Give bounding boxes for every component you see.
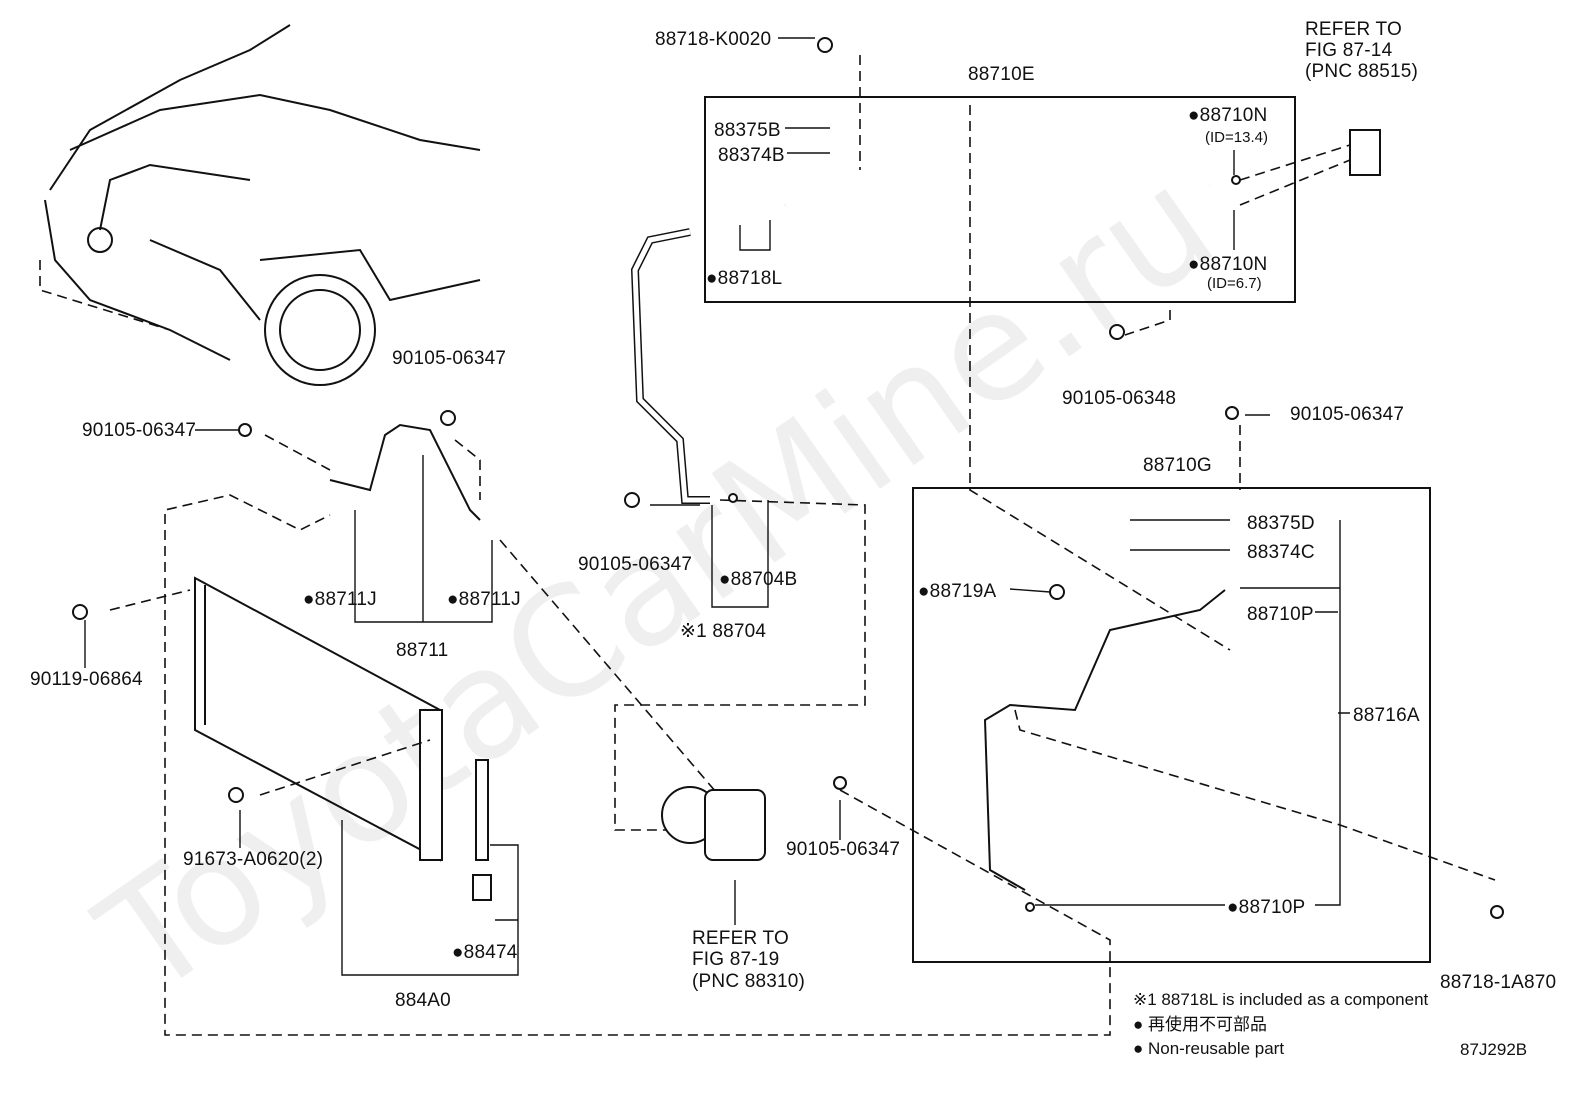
- label-88474: ●88474: [452, 942, 518, 963]
- label-88710N-1-id: (ID=13.4): [1205, 129, 1268, 146]
- refer-fig-87-19-line2: FIG 87-19: [692, 949, 779, 970]
- label-88704B: ●88704B: [719, 569, 797, 590]
- label-88716A: 88716A: [1353, 705, 1420, 726]
- condenser-illustration: [194, 576, 492, 901]
- label-88718L: ●88718L: [706, 268, 782, 289]
- label-88710G: 88710G: [1143, 455, 1212, 476]
- receiver-part: [1349, 129, 1381, 176]
- label-88711: 88711: [396, 640, 448, 661]
- compressor-illustration: [661, 786, 766, 861]
- label-88718-1A870: 88718-1A870: [1440, 972, 1556, 993]
- diagram-id: 87J292B: [1460, 1040, 1527, 1059]
- note-non-reusable-jp: ● 再使用不可部品: [1133, 1014, 1267, 1034]
- label-88704: ※1 88704: [680, 621, 766, 642]
- label-90105-06347-a: 90105-06347: [392, 348, 506, 369]
- label-88719A: ●88719A: [918, 581, 997, 602]
- label-88374C: 88374C: [1247, 542, 1315, 563]
- label-90105-06348: 90105-06348: [1062, 388, 1176, 409]
- label-88710P-1: 88710P: [1247, 604, 1314, 625]
- label-91673-A0620: 91673-A0620(2): [183, 849, 323, 870]
- label-88375B: 88375B: [714, 120, 781, 141]
- label-88374B: 88374B: [718, 145, 785, 166]
- watermark: ToyotaCarMine.ru: [70, 135, 1244, 1030]
- label-90119-06864: 90119-06864: [30, 669, 143, 690]
- note-non-reusable-en: ● Non-reusable part: [1133, 1039, 1284, 1058]
- label-90105-06347-c: 90105-06347: [1290, 404, 1404, 425]
- bolts: [72, 37, 1504, 919]
- refer-fig-87-14-line2: FIG 87-14: [1305, 40, 1393, 61]
- label-88711J-1: ●88711J: [303, 589, 377, 610]
- label-88711J-2: ●88711J: [447, 589, 521, 610]
- label-90105-06347-b: 90105-06347: [82, 420, 196, 441]
- group-box-88710G: [912, 487, 1431, 963]
- label-884A0: 884A0: [395, 990, 451, 1011]
- refer-fig-87-19-line1: REFER TO: [692, 928, 789, 949]
- label-88710P-2: ●88710P: [1227, 897, 1305, 918]
- label-90105-06347-e: 90105-06347: [786, 839, 900, 860]
- refer-fig-87-14-line1: REFER TO: [1305, 19, 1402, 40]
- label-88718-K0020: 88718-K0020: [655, 29, 771, 50]
- label-88375D: 88375D: [1247, 513, 1315, 534]
- refer-fig-87-14-line3: (PNC 88515): [1305, 61, 1418, 82]
- label-88710E: 88710E: [968, 64, 1035, 85]
- label-88710N-1: ●88710N: [1188, 105, 1267, 126]
- vehicle-illustration: [39, 24, 481, 386]
- label-88710N-2-id: (ID=6.7): [1207, 275, 1262, 292]
- note-included-component: ※1 88718L is included as a component: [1133, 990, 1429, 1009]
- label-90105-06347-d: 90105-06347: [578, 554, 692, 575]
- group-box-88710E: [704, 96, 1296, 303]
- refer-fig-87-19-line3: (PNC 88310): [692, 971, 805, 992]
- label-88710N-2: ●88710N: [1188, 254, 1267, 275]
